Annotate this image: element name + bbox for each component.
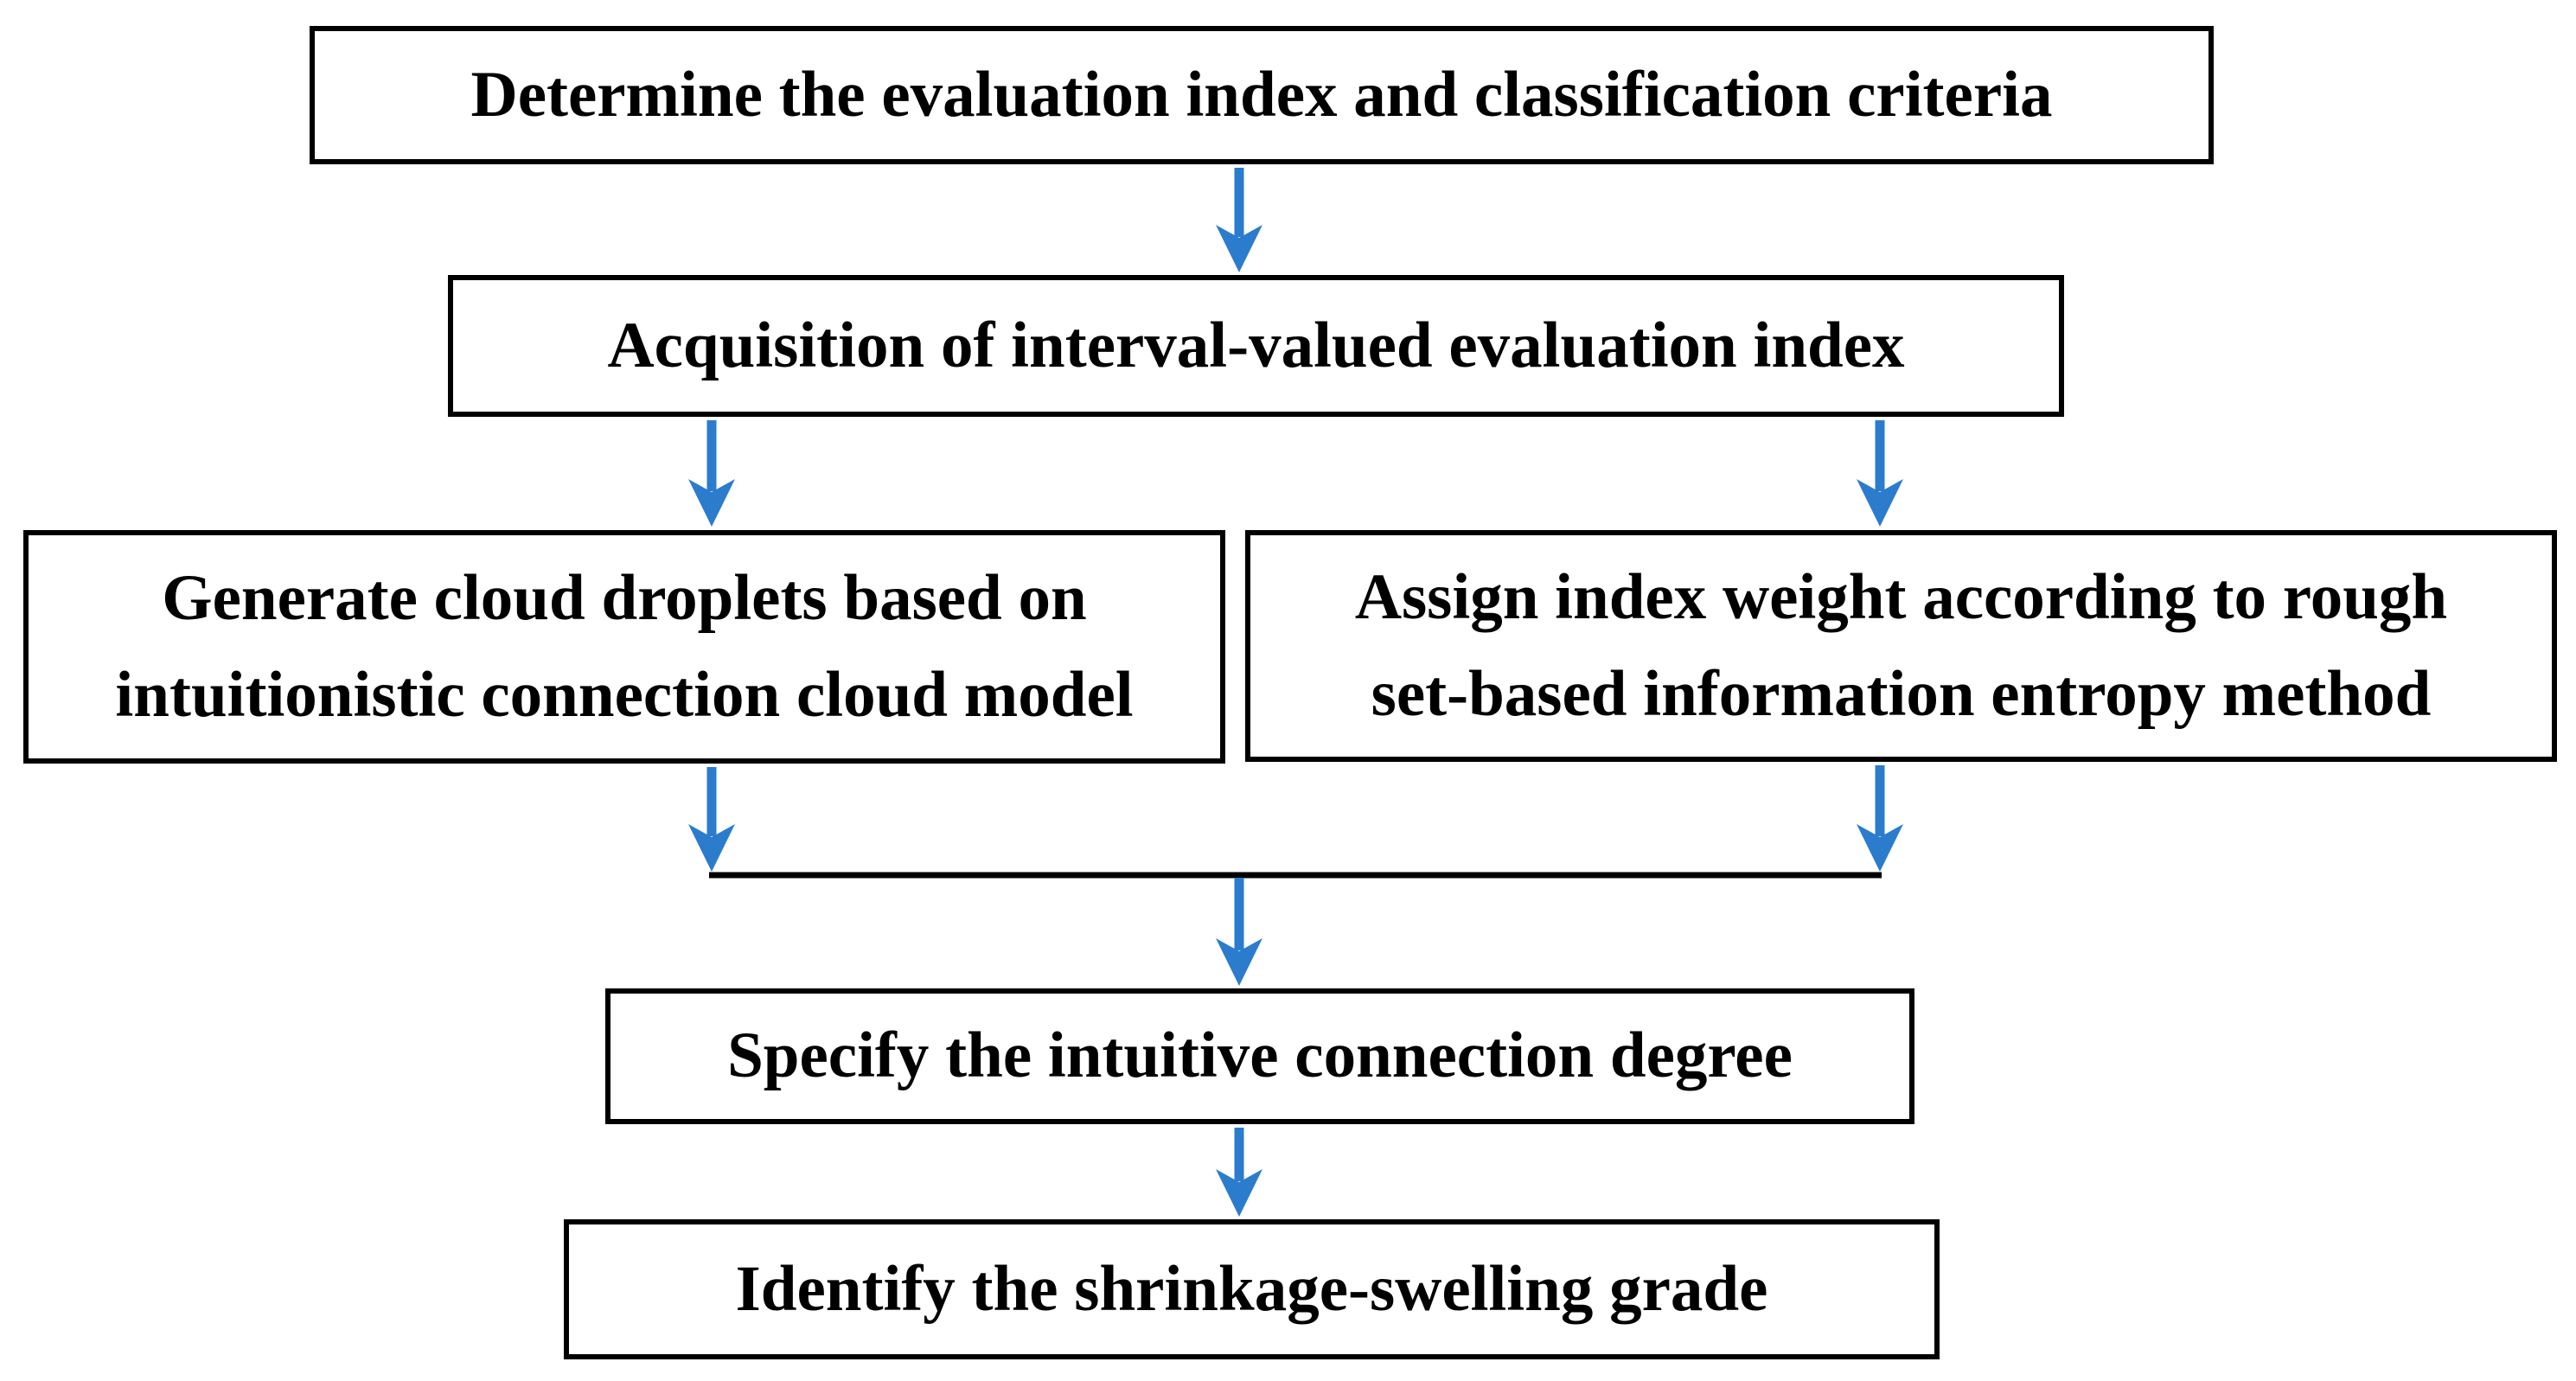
arrow-determine-to-acquire (1216, 168, 1262, 272)
node-assign-index-weight: Assign index weight according to rough s… (1245, 530, 2557, 762)
node-generate-cloud-droplets: Generate cloud droplets based on intuiti… (23, 530, 1225, 764)
arrow-assign-to-merge (1857, 765, 1903, 872)
node-label-line: Assign index weight according to rough (1354, 560, 2448, 633)
node-specify-connection-degree: Specify the intuitive connection degree (605, 988, 1914, 1124)
node-identify-shrinkage-swelling-grade: Identify the shrinkage-swelling grade (564, 1219, 1940, 1359)
node-label: Specify the intuitive connection degree (727, 1020, 1793, 1092)
arrow-specify-to-identify (1216, 1128, 1262, 1217)
node-label: Identify the shrinkage-swelling grade (735, 1252, 1768, 1325)
node-label: Determine the evaluation index and class… (470, 58, 2053, 131)
node-label: Acquisition of interval-valued evaluatio… (607, 309, 1905, 381)
node-label-line: intuitionistic connection cloud model (115, 659, 1134, 731)
arrow-acquire-to-generate (688, 420, 735, 527)
node-acquisition-interval-valued-index: Acquisition of interval-valued evaluatio… (448, 275, 2064, 417)
arrow-generate-to-merge (688, 767, 735, 872)
arrow-merge-to-specify (1216, 878, 1262, 986)
node-label-line: set-based information entropy method (1371, 658, 2432, 730)
node-label-line: Generate cloud droplets based on (162, 561, 1087, 634)
arrow-acquire-to-assign (1857, 420, 1903, 527)
node-determine-evaluation-index: Determine the evaluation index and class… (310, 26, 2214, 164)
